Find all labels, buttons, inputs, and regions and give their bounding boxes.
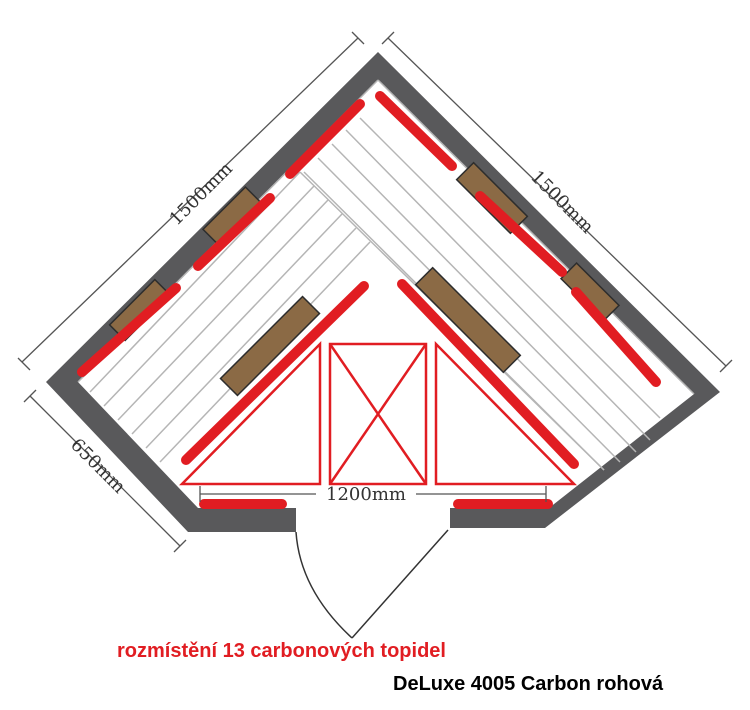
door-leaf xyxy=(351,529,449,639)
door xyxy=(295,529,449,639)
heater-frame-center-diag xyxy=(328,343,428,485)
wood-panels xyxy=(108,161,621,397)
heater-frame-left xyxy=(179,340,322,486)
carbon-heaters xyxy=(77,91,661,509)
heater xyxy=(375,91,457,171)
door-swing-arc xyxy=(295,531,353,639)
heater xyxy=(193,193,275,271)
heater xyxy=(397,279,579,469)
wood-panel xyxy=(455,161,529,235)
wood-panel xyxy=(219,295,321,397)
model-name-caption: DeLuxe 4005 Carbon rohová xyxy=(393,673,664,695)
heater xyxy=(285,99,365,179)
heater-layout-caption: rozmístění 13 carbonových topidel xyxy=(117,640,446,662)
front-heaters xyxy=(179,340,577,486)
wood-panel xyxy=(414,266,522,374)
heater-frame-center xyxy=(328,342,428,486)
heater xyxy=(475,191,567,277)
heater xyxy=(181,281,369,465)
dimension-lines xyxy=(17,31,733,553)
heater xyxy=(77,283,181,377)
dim-door-label: 1200mm xyxy=(326,484,406,505)
heater xyxy=(571,287,661,387)
heater-frame-right xyxy=(434,340,577,486)
